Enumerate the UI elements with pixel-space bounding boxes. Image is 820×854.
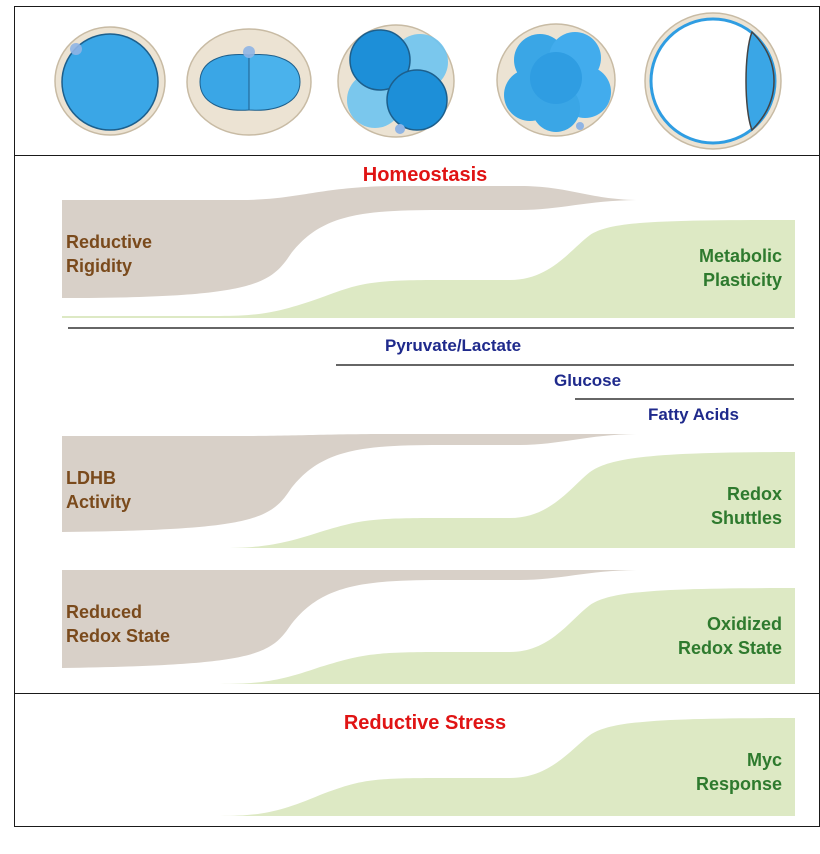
row3-left-line1: Reduced	[66, 602, 143, 622]
row3-right-line2: Redox State	[677, 638, 782, 658]
row3-left-label: Reduced Redox State	[66, 600, 170, 648]
stress-curve	[68, 718, 795, 816]
fatty-acids-label: Fatty Acids	[648, 405, 740, 424]
four-cell-embryo-icon	[337, 24, 455, 138]
reductive-stress-title: Reductive Stress	[343, 712, 507, 734]
row1-left-label: Reductive Rigidity	[66, 230, 152, 278]
row1-curves	[62, 186, 795, 318]
row1-left-line1: Reductive	[66, 232, 153, 252]
homeostasis-title: Homeostasis	[362, 164, 488, 186]
row1-right-label: Metabolic Plasticity	[630, 244, 782, 292]
row2-left-label: LDHB Activity	[66, 466, 131, 514]
pyruvate-lactate-label: Pyruvate/Lactate	[385, 336, 522, 355]
row3-left-line2: Redox State	[66, 626, 171, 646]
stress-right-line1: Myc	[746, 750, 782, 770]
row1-right-line1: Metabolic	[698, 246, 782, 266]
blastocyst-icon	[644, 12, 782, 150]
zygote-icon	[54, 26, 166, 136]
row2-right-label: Redox Shuttles	[630, 482, 782, 530]
row1-left-line2: Rigidity	[66, 256, 132, 276]
row3-right-line1: Oxidized	[706, 614, 782, 634]
row1-right-line2: Plasticity	[702, 270, 782, 290]
row2-left-line1: LDHB	[66, 468, 116, 488]
two-cell-embryo-icon	[186, 28, 312, 136]
morula-icon	[496, 23, 616, 137]
glucose-label: Glucose	[554, 371, 622, 390]
row2-right-line1: Redox	[726, 484, 782, 504]
row2-left-line2: Activity	[66, 492, 132, 512]
row2-right-line2: Shuttles	[710, 508, 782, 528]
row3-curves	[62, 570, 795, 684]
row3-right-label: Oxidized Redox State	[630, 612, 782, 660]
stress-right-label: Myc Response	[630, 748, 782, 796]
row2-curves	[62, 434, 795, 548]
stress-right-line2: Response	[695, 774, 782, 794]
